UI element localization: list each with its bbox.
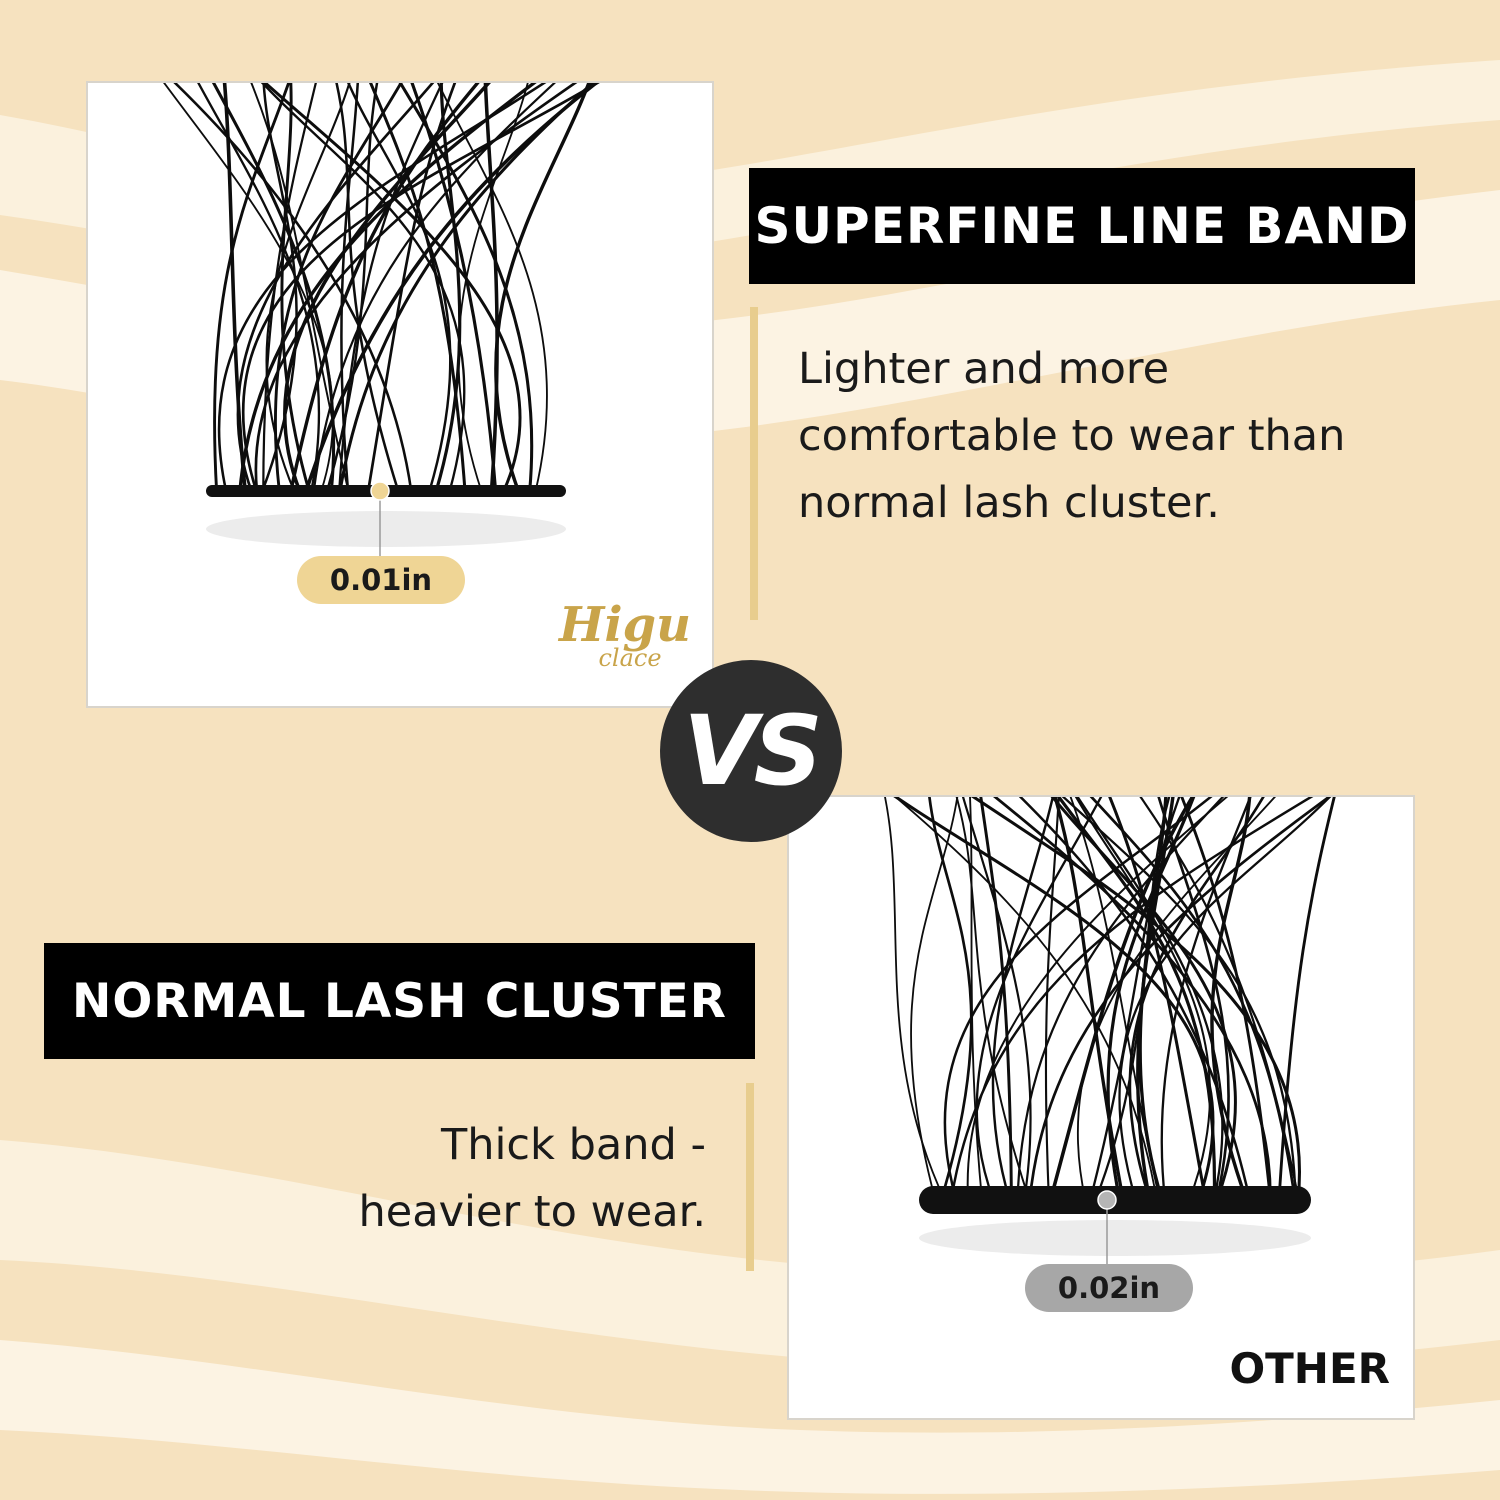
brand-logo-sub: clace bbox=[598, 644, 662, 672]
superfine-band-panel: Higu clace bbox=[86, 81, 714, 708]
accent-bar-top bbox=[750, 307, 758, 620]
brand-logo: Higu clace bbox=[550, 598, 700, 690]
vs-label: VS bbox=[683, 695, 822, 807]
lash-cluster-thin-icon bbox=[163, 83, 600, 557]
superfine-band-title: SUPERFINE LINE BAND bbox=[749, 168, 1415, 284]
lash-cluster-thick-icon bbox=[884, 797, 1336, 1265]
measurement-pill-superfine: 0.01in bbox=[297, 556, 465, 604]
other-label: OTHER bbox=[1229, 1344, 1390, 1393]
normal-cluster-description: Thick band - heavier to wear. bbox=[358, 1120, 706, 1237]
normal-cluster-title: NORMAL LASH CLUSTER bbox=[44, 943, 755, 1059]
normal-cluster-panel bbox=[787, 795, 1415, 1420]
vs-badge-icon: VS bbox=[660, 660, 842, 842]
brand-logo-main: Higu bbox=[558, 597, 692, 653]
superfine-band-description: Lighter and more comfortable to wear tha… bbox=[798, 344, 1346, 528]
measurement-pill-normal: 0.02in bbox=[1025, 1264, 1193, 1312]
accent-bar-bottom bbox=[746, 1083, 754, 1271]
